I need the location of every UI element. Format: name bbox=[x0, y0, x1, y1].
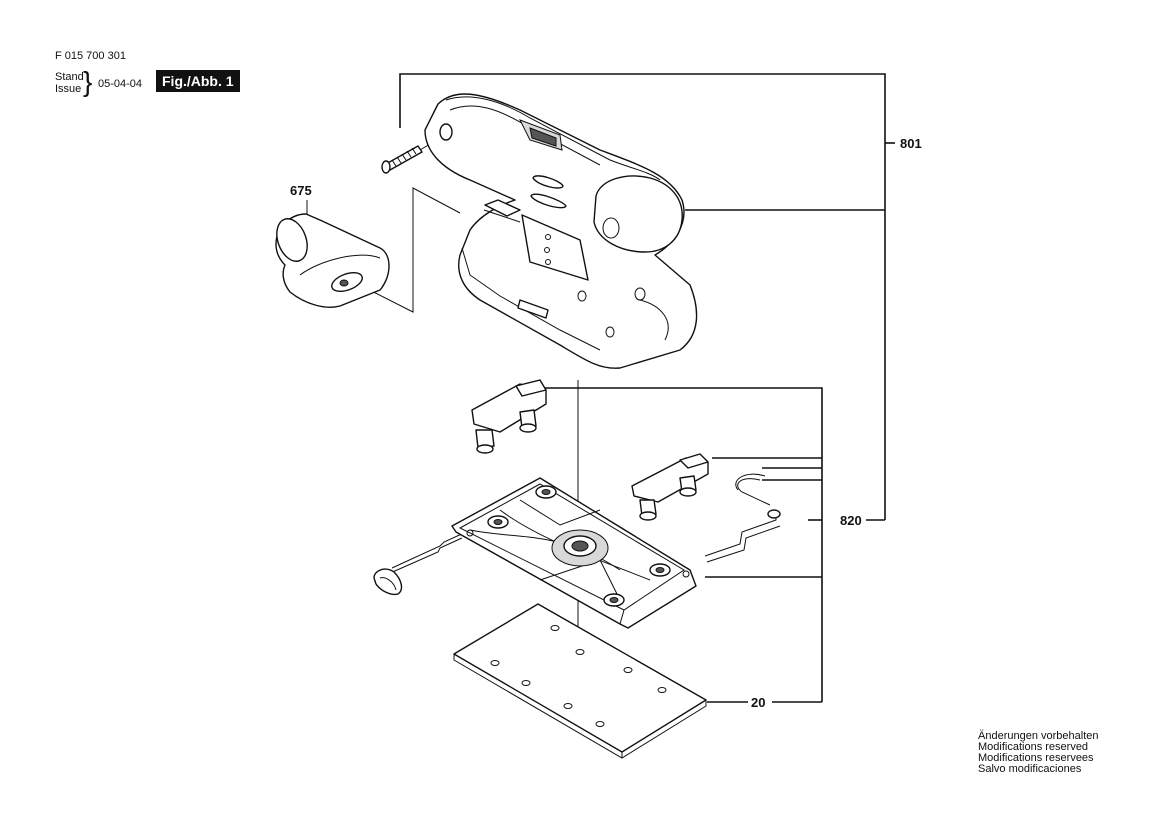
issue-date: 05-04-04 bbox=[98, 78, 143, 90]
right-spring-clip bbox=[704, 473, 781, 563]
issue-label: Issue bbox=[55, 83, 82, 95]
brace-glyph: } bbox=[83, 66, 93, 97]
base-plate bbox=[451, 477, 697, 629]
callout-801-bracket bbox=[399, 73, 895, 521]
note-de: Änderungen vorbehalten bbox=[978, 730, 1099, 742]
stand-label: Stand bbox=[55, 71, 84, 83]
upper-clamp bbox=[471, 379, 547, 454]
note-es: Salvo modificaciones bbox=[978, 763, 1082, 775]
document-number: F 015 700 301 bbox=[55, 50, 126, 62]
sanding-sheet bbox=[453, 603, 707, 759]
right-clamp bbox=[631, 453, 709, 521]
figure-label: Fig./Abb. 1 bbox=[156, 70, 240, 92]
dust-adapter bbox=[275, 213, 390, 308]
callout-801-label: 801 bbox=[900, 136, 922, 151]
adapter-guide-line bbox=[341, 187, 461, 313]
sander-housing bbox=[424, 93, 698, 369]
callout-820-label: 820 bbox=[840, 513, 862, 528]
modification-notes: Änderungen vorbehalten Modifications res… bbox=[978, 731, 1098, 775]
note-fr: Modifications reservees bbox=[978, 752, 1094, 764]
note-en: Modifications reserved bbox=[978, 741, 1089, 753]
callout-675-label: 675 bbox=[290, 183, 312, 198]
left-spring-clip bbox=[373, 531, 467, 596]
callout-820-bracket bbox=[545, 387, 823, 702]
callout-20-label: 20 bbox=[751, 695, 765, 710]
